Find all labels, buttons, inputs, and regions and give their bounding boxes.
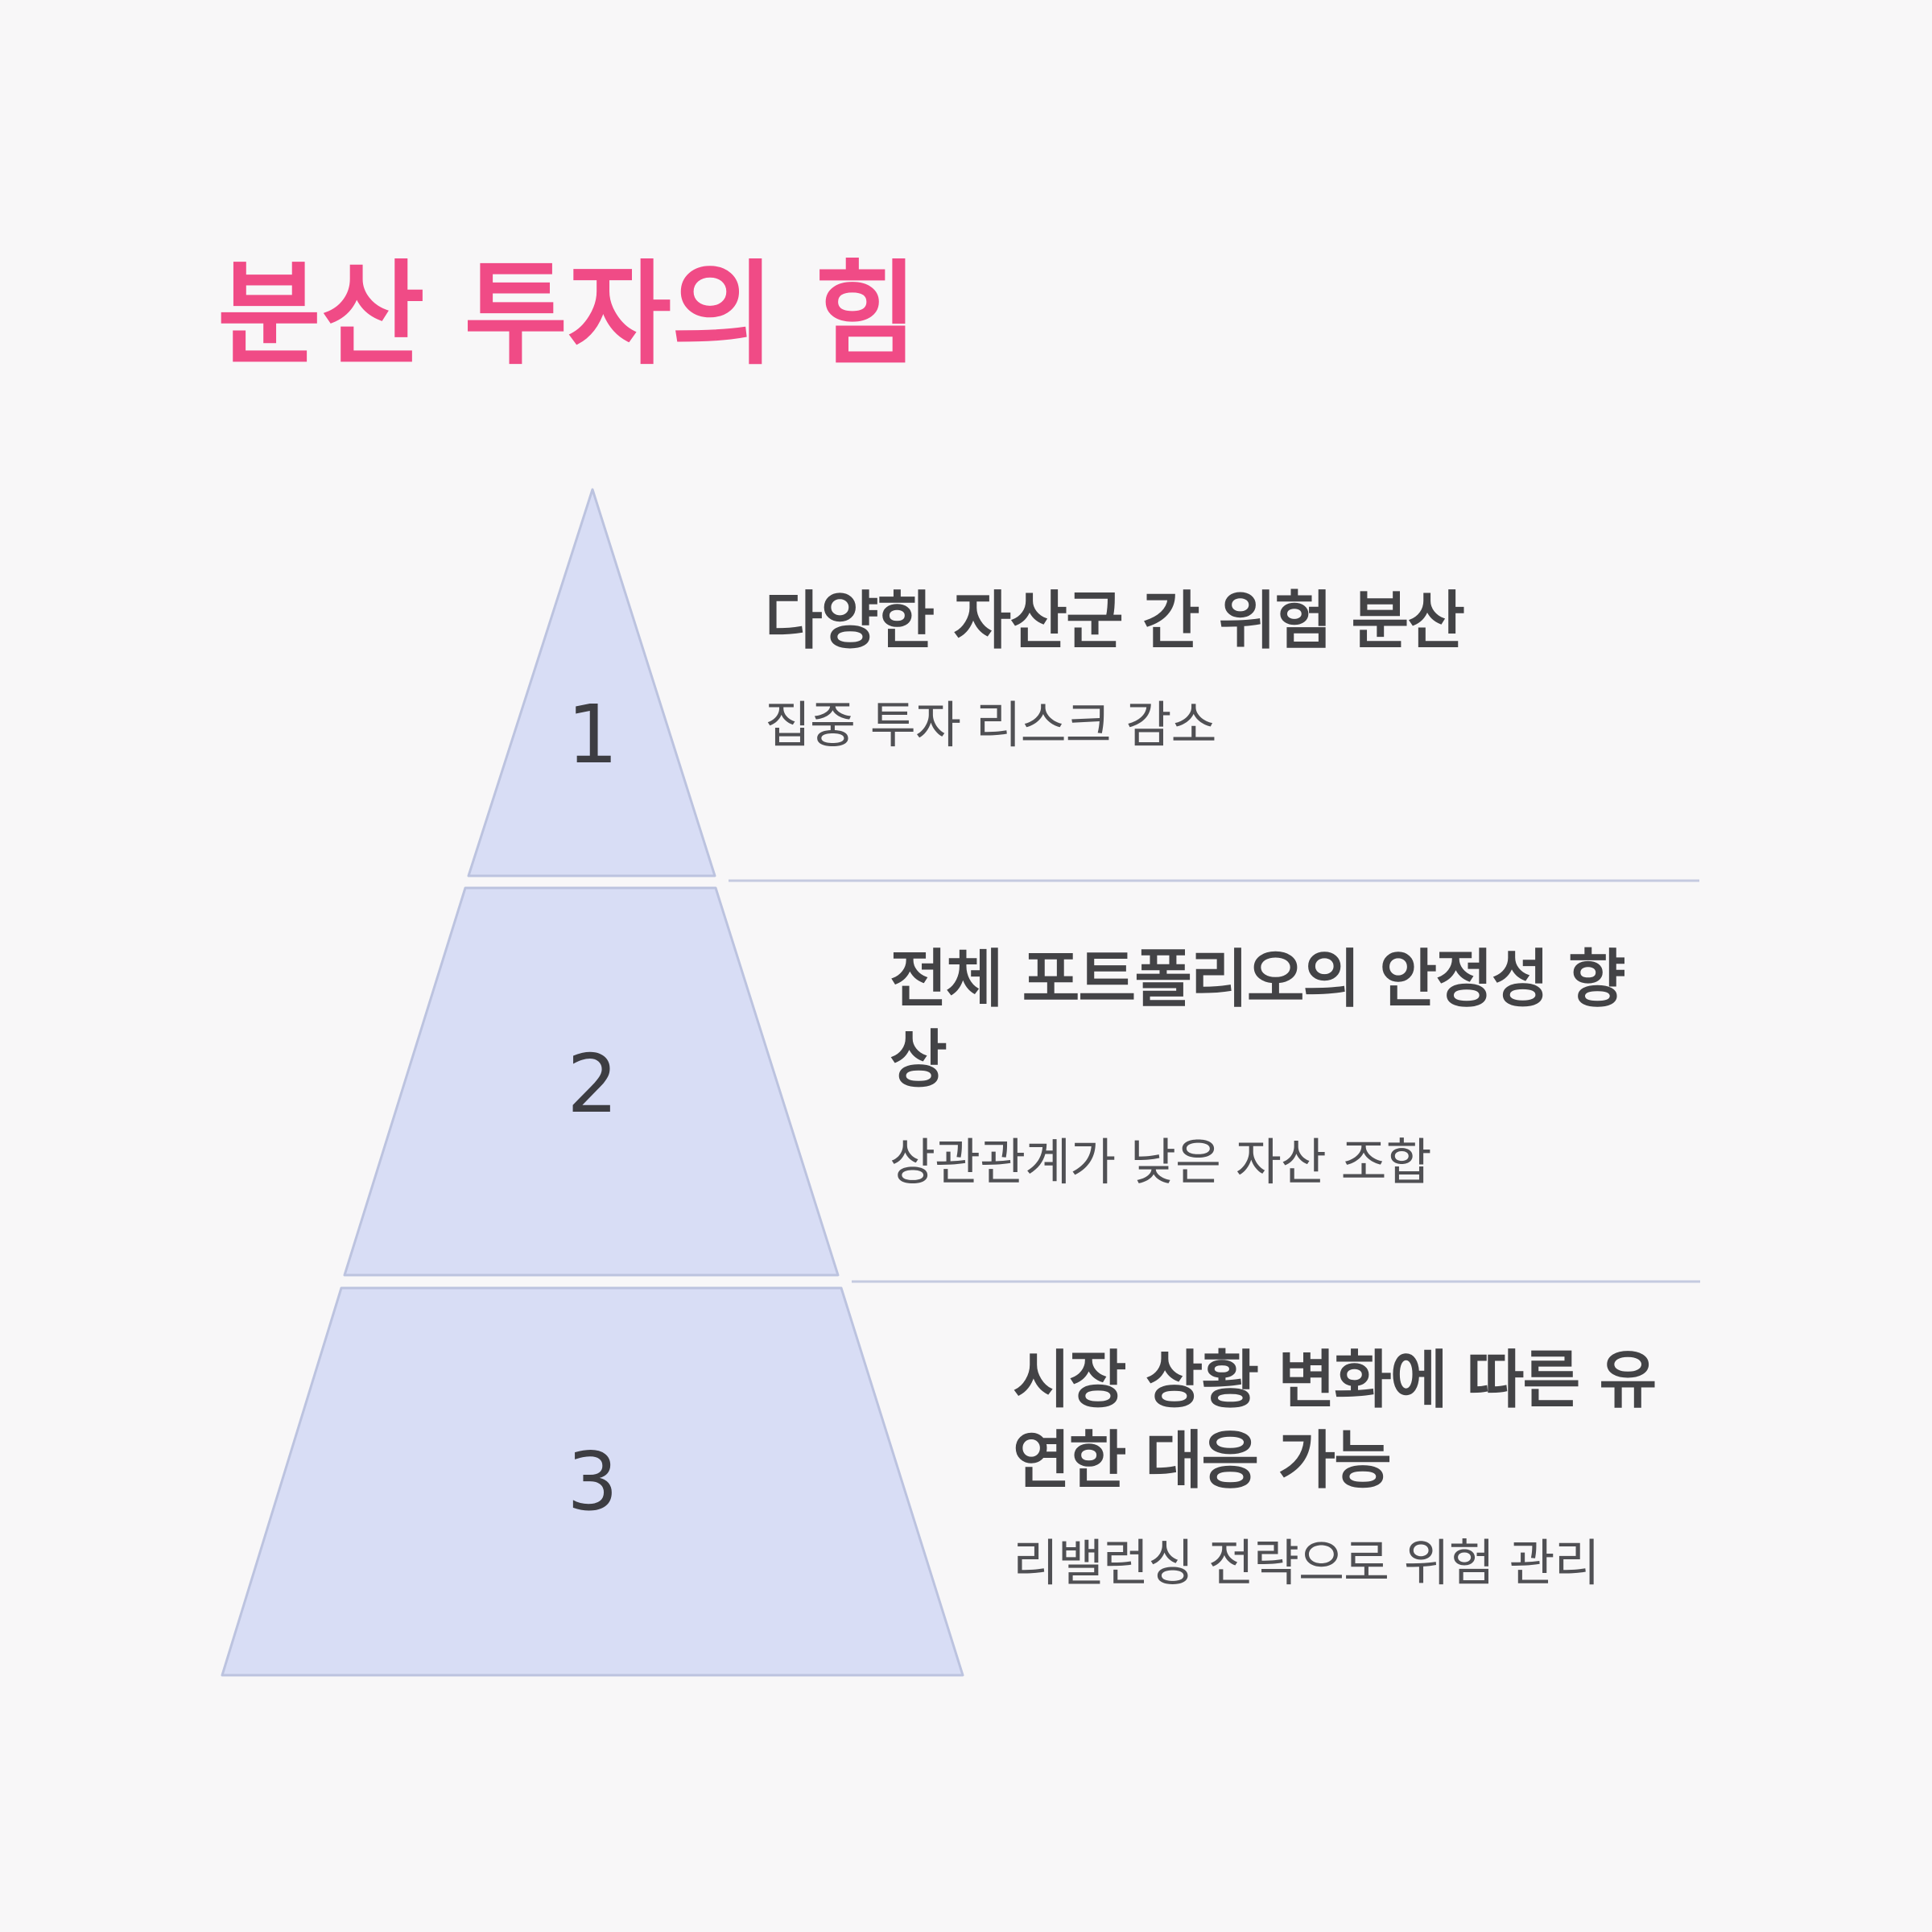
tier-3-title: 시장 상황 변화에 따른 유연한 대응 가능 — [1013, 1344, 1657, 1497]
tier-2-description: 상관관계가 낮은 자산 조합 — [890, 1133, 1432, 1191]
tier-1-title: 다양한 자산군 간 위험 분산 — [765, 585, 1465, 658]
pyramid-tier-2 — [343, 886, 840, 1277]
tier-number-2: 2 — [567, 1037, 618, 1131]
pyramid-tier-3 — [221, 1286, 964, 1677]
tier-2-text: 전체 포트폴리오의 안정성 향상 상관관계가 낮은 자산 조합 — [890, 939, 1662, 1192]
tier-1-description: 집중 투자 리스크 감소 — [765, 696, 1216, 754]
tier-1-text: 다양한 자산군 간 위험 분산 집중 투자 리스크 감소 — [765, 581, 1731, 755]
tier-number-3: 3 — [567, 1435, 618, 1529]
tier-2-title: 전체 포트폴리오의 안정성 향상 — [890, 943, 1626, 1096]
tier-number-1: 1 — [567, 687, 618, 782]
tier-3-text: 시장 상황 변화에 따른 유연한 대응 가능 리밸런싱 전략으로 위험 관리 — [1013, 1340, 1681, 1593]
pyramid-tier-1 — [467, 488, 716, 877]
tier-3-description: 리밸런싱 전략으로 위험 관리 — [1013, 1534, 1600, 1592]
page-title: 분산 투자의 힘 — [217, 250, 919, 381]
